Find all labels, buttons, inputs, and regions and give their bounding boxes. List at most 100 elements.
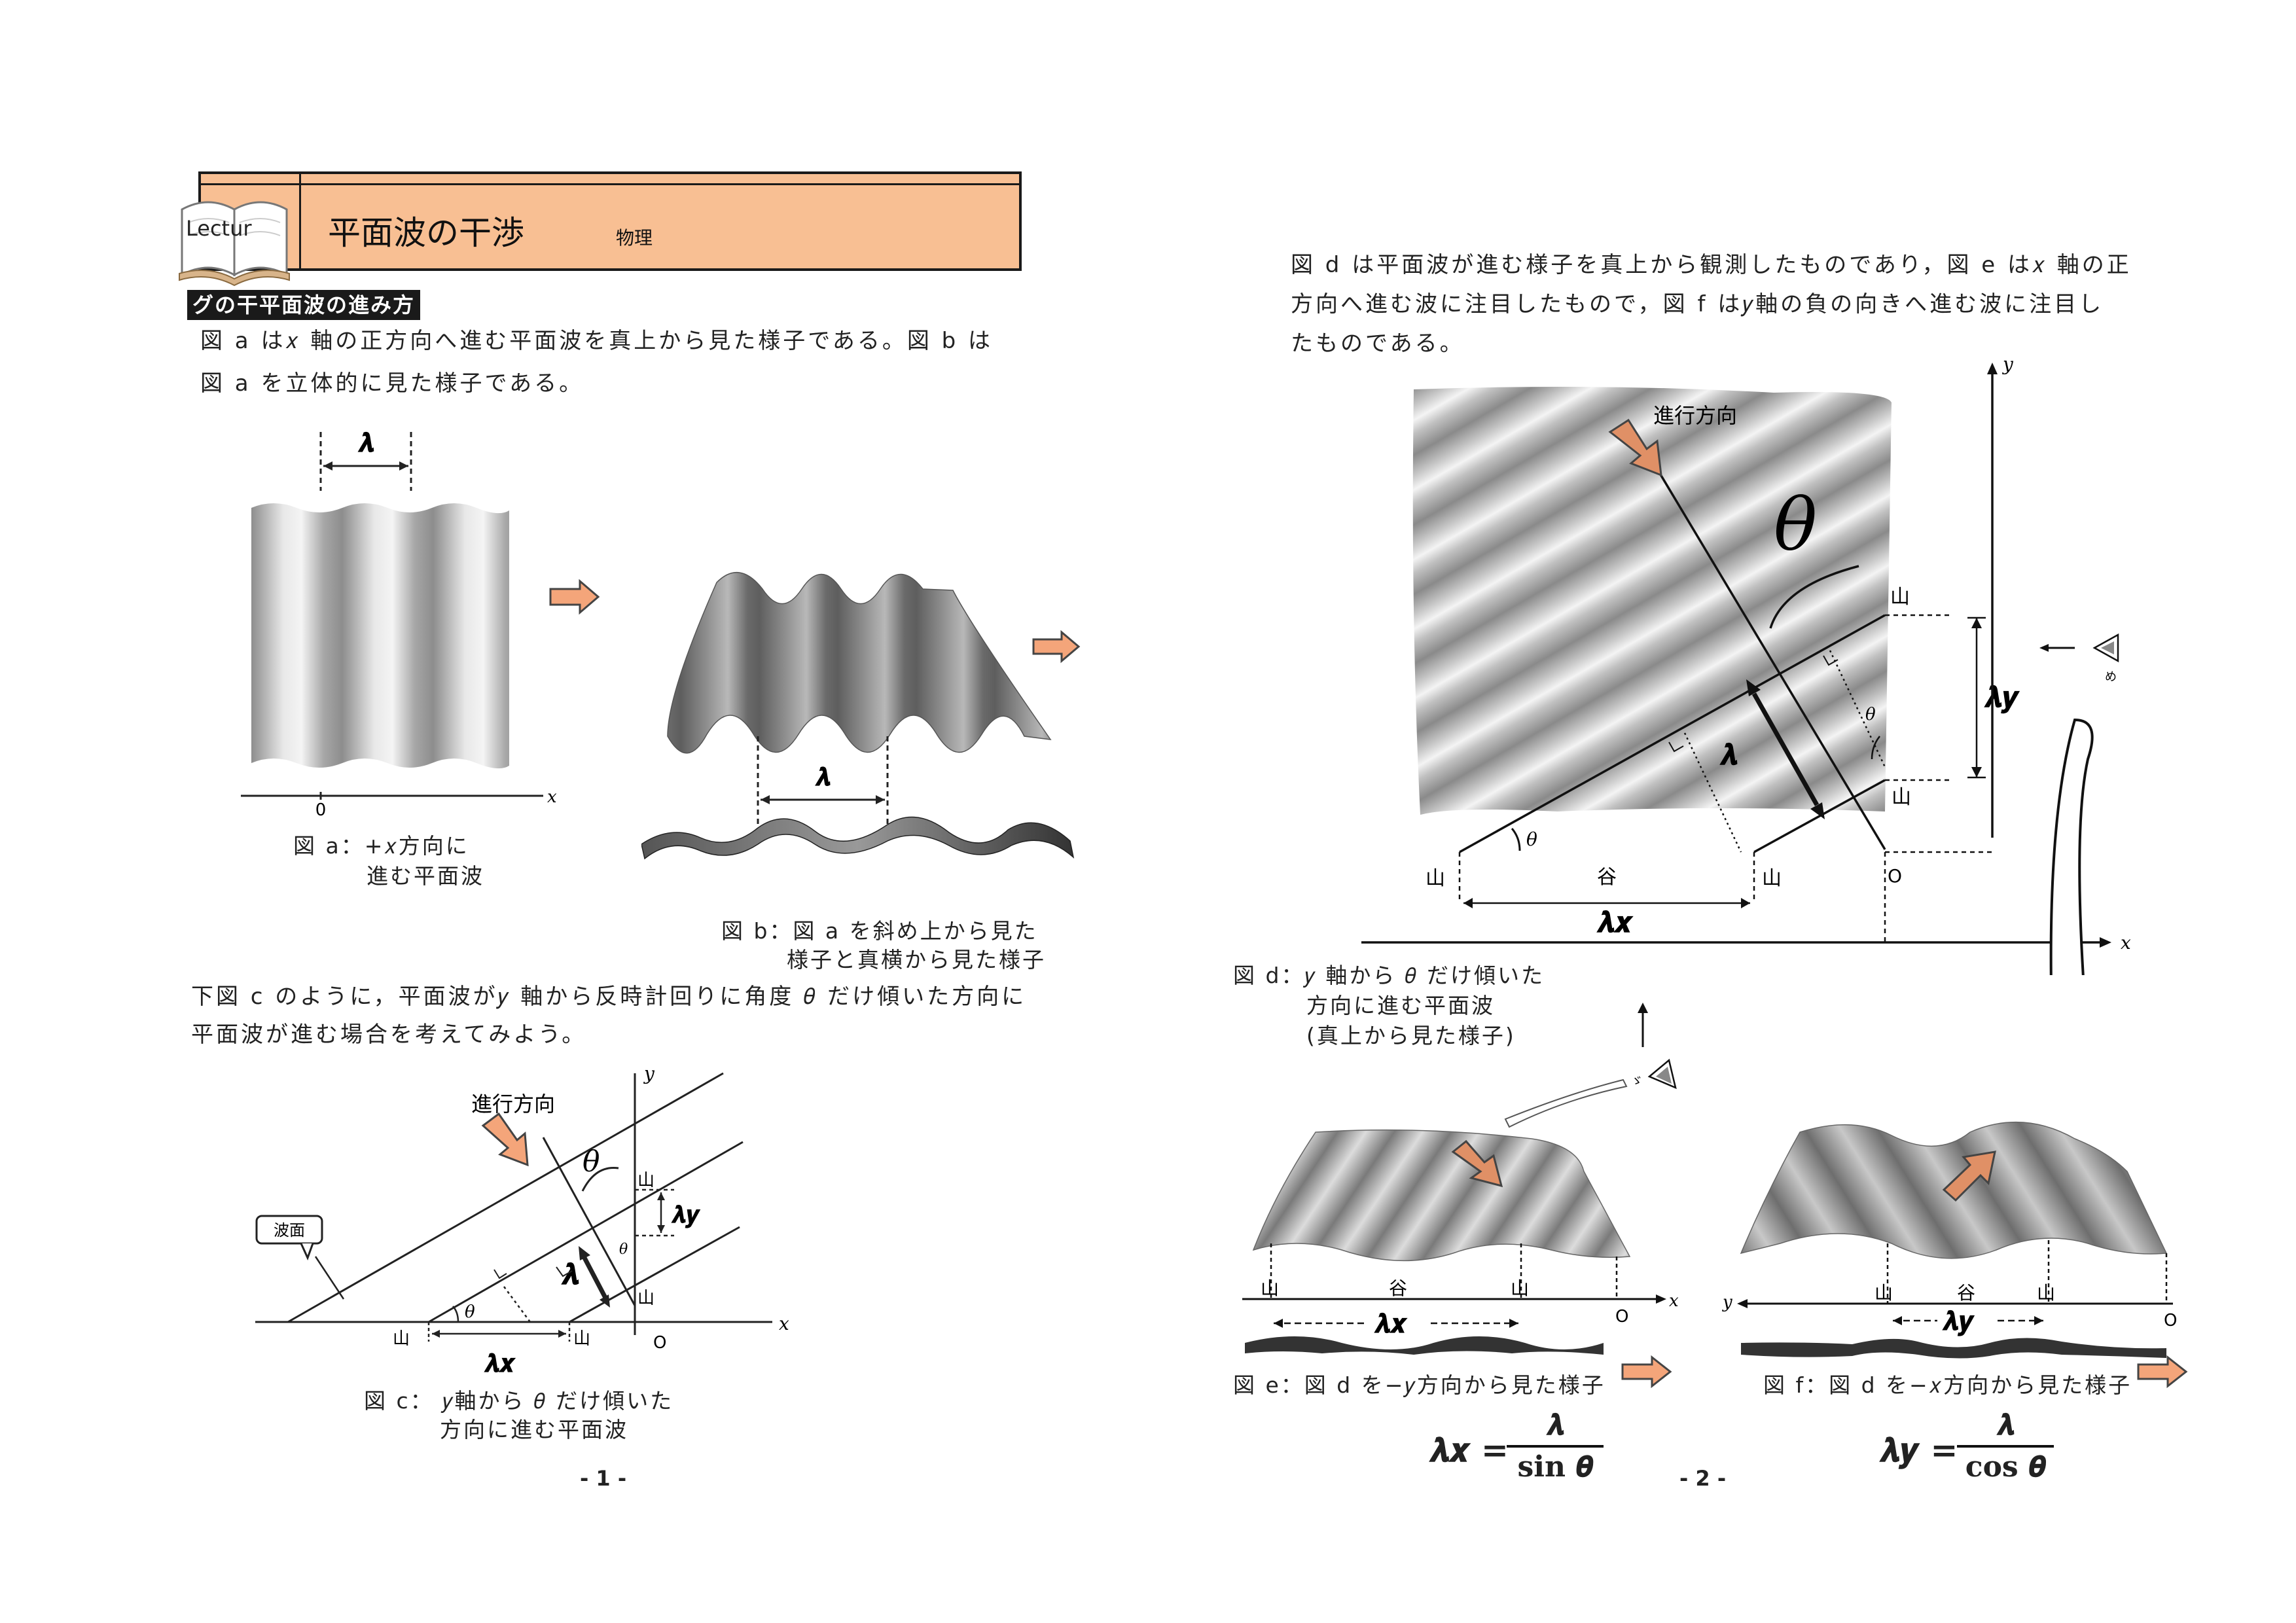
page1-intro-line1: 図 a は𝑥 軸の正方向へ進む平面波を真上から見た様子である。図 b は bbox=[200, 328, 994, 354]
mountain-label-f2: 山 bbox=[2037, 1282, 2055, 1304]
fig-b-caption-line2: 様子と真横から見た様子 bbox=[787, 947, 1046, 972]
lambda-y-label-d: 𝝀𝒚 bbox=[1984, 681, 2020, 714]
page2-intro-line2: 方向へ進む波に注目したもので，図 f は𝑦軸の負の向きへ進む波に注目し bbox=[1291, 291, 2104, 317]
formula-y-den: 𝐜𝐨𝐬 𝜽 bbox=[1965, 1450, 2046, 1484]
y-axis-label-c: 𝑦 bbox=[643, 1063, 655, 1084]
valley-label-f: 谷 bbox=[1957, 1282, 1975, 1304]
lambda-label-a: 𝝀 bbox=[357, 427, 374, 458]
fig-f-caption: 図 f：図 d を−𝑥方向から見た様子 bbox=[1763, 1372, 2132, 1398]
x-axis-label-d: 𝑥 bbox=[2121, 932, 2131, 954]
mountain-label-d4: 山 bbox=[1762, 867, 1782, 890]
figure-f: 𝑦 山 谷 山 O 𝝀𝒚 bbox=[1722, 1121, 2177, 1359]
direction-label-c: 進行方向 bbox=[471, 1092, 555, 1116]
direction-arrow-c bbox=[481, 1112, 529, 1167]
section-heading: グの干平面波の進み方 bbox=[187, 290, 421, 320]
book-logo-icon bbox=[179, 201, 290, 287]
mountain-label-c4: 山 bbox=[573, 1329, 590, 1349]
formula-x-num: 𝝀 bbox=[1547, 1408, 1564, 1442]
wavefront-label-c: 波面 bbox=[274, 1221, 305, 1240]
y-axis-label-f: 𝑦 bbox=[1722, 1293, 1732, 1312]
arrow-right-icon-f bbox=[2137, 1355, 2188, 1389]
lambda-x-label-c: 𝝀𝒙 bbox=[484, 1348, 516, 1378]
theta-label-c: 𝜃 bbox=[583, 1145, 600, 1179]
page1-para2-line1: 下図 c のように，平面波が𝑦 軸から反時計回りに角度 𝜃 だけ傾いた方向に bbox=[191, 984, 1027, 1010]
wave-surface-e bbox=[1252, 1129, 1631, 1262]
direction-line-c bbox=[542, 1137, 636, 1306]
x-axis-label-c: 𝑥 bbox=[779, 1313, 789, 1334]
theta-small-d: 𝜃 bbox=[1526, 829, 1537, 850]
direction-label-d: 進行方向 bbox=[1653, 403, 1737, 428]
wavefront-d1 bbox=[1459, 614, 1886, 853]
arrow-right-icon-b bbox=[1032, 630, 1081, 664]
lambda-arrow-c bbox=[581, 1255, 609, 1300]
mountain-label-e2: 山 bbox=[1511, 1277, 1529, 1299]
valley-label-d: 谷 bbox=[1597, 866, 1617, 889]
origin-label-c: O bbox=[653, 1333, 666, 1353]
wavefront-callout bbox=[255, 1215, 323, 1245]
eye-icon-e: ゞ bbox=[1631, 1058, 1677, 1090]
formula-x-den: 𝐬𝐢𝐧 𝜽 bbox=[1517, 1450, 1593, 1484]
figure-a: 𝝀 0 𝑥 bbox=[241, 427, 557, 820]
wave-surface-a bbox=[251, 503, 509, 769]
mountain-label-c1: 山 bbox=[637, 1171, 655, 1190]
fig-d-caption-line3: (真上から見た様子) bbox=[1306, 1023, 1516, 1048]
origin-label-f: O bbox=[2164, 1311, 2177, 1330]
wavefront-line-3 bbox=[569, 1226, 740, 1323]
mountain-label-d3: 山 bbox=[1426, 867, 1445, 890]
big-down-arrow bbox=[2049, 718, 2094, 975]
mountain-label-f1: 山 bbox=[1874, 1282, 1893, 1304]
origin-label-a: 0 bbox=[315, 800, 327, 820]
direction-arrow-d bbox=[1608, 418, 1662, 477]
page-number-1: - 1 - bbox=[580, 1466, 627, 1491]
fig-d-caption-line2: 方向に進む平面波 bbox=[1306, 993, 1495, 1018]
page1-intro-line2: 図 a を立体的に見た様子である。 bbox=[200, 370, 584, 397]
wavefront-line-1 bbox=[287, 1072, 724, 1323]
fig-c-caption-line2: 方向に進む平面波 bbox=[440, 1417, 628, 1442]
lambda-arrow-d bbox=[1751, 692, 1820, 806]
wave-surface-d bbox=[1412, 387, 1892, 815]
arrow-right-icon bbox=[549, 579, 600, 615]
svg-text:ゞ: ゞ bbox=[1631, 1075, 1643, 1088]
theta-small-c2: 𝜃 bbox=[619, 1241, 628, 1258]
fig-b-caption-line1: 図 b：図 a を斜め上から見た bbox=[721, 918, 1038, 944]
viewer-e: ゞ bbox=[1504, 1003, 1677, 1128]
subject-label: 物理 bbox=[616, 227, 653, 249]
theta-label-d: 𝜃 bbox=[1774, 483, 1817, 567]
figure-c: 𝑥 𝑦 O 𝜃 進行方向 波面 𝜃 𝝀 𝝀𝒚 山 山 𝜃 山 山 𝝀𝒙 bbox=[255, 1063, 789, 1378]
wave-side-view-f bbox=[1741, 1338, 2166, 1359]
figure-e: 𝑥 山 谷 山 O 𝝀𝒙 bbox=[1242, 1129, 1679, 1355]
direction-arrow-f bbox=[1942, 1150, 1996, 1202]
lambda-y-label-c: 𝝀𝒚 bbox=[671, 1201, 701, 1228]
y-axis-label-d: 𝑦 bbox=[2001, 353, 2014, 375]
page1-para2-line2: 平面波が進む場合を考えてみよう。 bbox=[191, 1022, 587, 1048]
title-header: 平面波の干渉 物理 bbox=[198, 171, 1022, 271]
lambda-y-label-f: 𝝀𝒚 bbox=[1942, 1306, 1975, 1336]
mountain-label-d1: 山 bbox=[1890, 586, 1910, 609]
x-axis-label-e: 𝑥 bbox=[1669, 1291, 1679, 1311]
mountain-label-c3: 山 bbox=[393, 1329, 410, 1349]
badge-label: Lectur bbox=[186, 216, 252, 241]
fig-a-caption-line2: 進む平面波 bbox=[367, 863, 484, 889]
page2-intro-line1: 図 d は平面波が進む様子を真上から観測したものであり，図 e は𝑥 軸の正 bbox=[1291, 252, 2132, 278]
mountain-label-c2: 山 bbox=[637, 1289, 655, 1308]
eye-icon: め bbox=[2092, 633, 2119, 684]
fig-e-caption: 図 e：図 d を−𝑦方向から見た様子 bbox=[1233, 1372, 1605, 1398]
page-number-2: - 2 - bbox=[1679, 1466, 1727, 1491]
mountain-label-e1: 山 bbox=[1261, 1277, 1279, 1299]
mountain-label-d2: 山 bbox=[1892, 786, 1911, 809]
direction-line-d bbox=[1653, 464, 1886, 850]
page2-intro-line3: たものである。 bbox=[1291, 330, 1465, 357]
formula-y-lhs: 𝝀𝒚 = bbox=[1880, 1431, 1958, 1469]
lambda-label-c: 𝝀 bbox=[561, 1258, 579, 1291]
fig-a-caption-line1: 図 a：+𝑥方向に bbox=[293, 833, 469, 859]
figure-d: 𝜃 進行方向 𝝀 𝜃 𝜃 𝝀𝒚 山 山 山 谷 山 O 𝝀𝒙 𝑦 𝑥 め bbox=[1361, 353, 2131, 975]
wave-side-view-e bbox=[1245, 1336, 1604, 1355]
fig-c-caption-line1: 図 c： 𝑦軸から 𝜃 だけ傾いた bbox=[364, 1388, 674, 1414]
page-title: 平面波の干渉 bbox=[328, 214, 524, 252]
lambda-label-d: 𝝀 bbox=[1719, 738, 1738, 772]
arrow-right-icon-e bbox=[1621, 1355, 1672, 1389]
origin-label-e: O bbox=[1615, 1307, 1628, 1327]
valley-label-e: 谷 bbox=[1389, 1277, 1407, 1299]
lambda-label-b: 𝝀 bbox=[815, 762, 831, 791]
theta-small-d2: 𝜃 bbox=[1865, 705, 1876, 724]
